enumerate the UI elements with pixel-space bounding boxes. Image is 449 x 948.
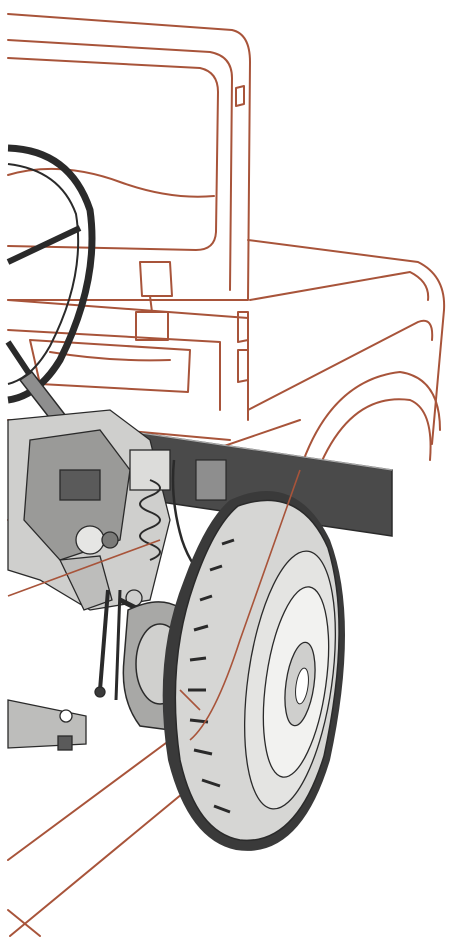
chassis-rail (119, 429, 393, 537)
steering-box-arm (7, 699, 87, 751)
mechanical-components (7, 409, 211, 701)
front-wheel (162, 491, 345, 851)
body-outline-overlay (7, 469, 301, 741)
coil-spring (139, 479, 161, 561)
steering-wheel (5, 144, 96, 404)
